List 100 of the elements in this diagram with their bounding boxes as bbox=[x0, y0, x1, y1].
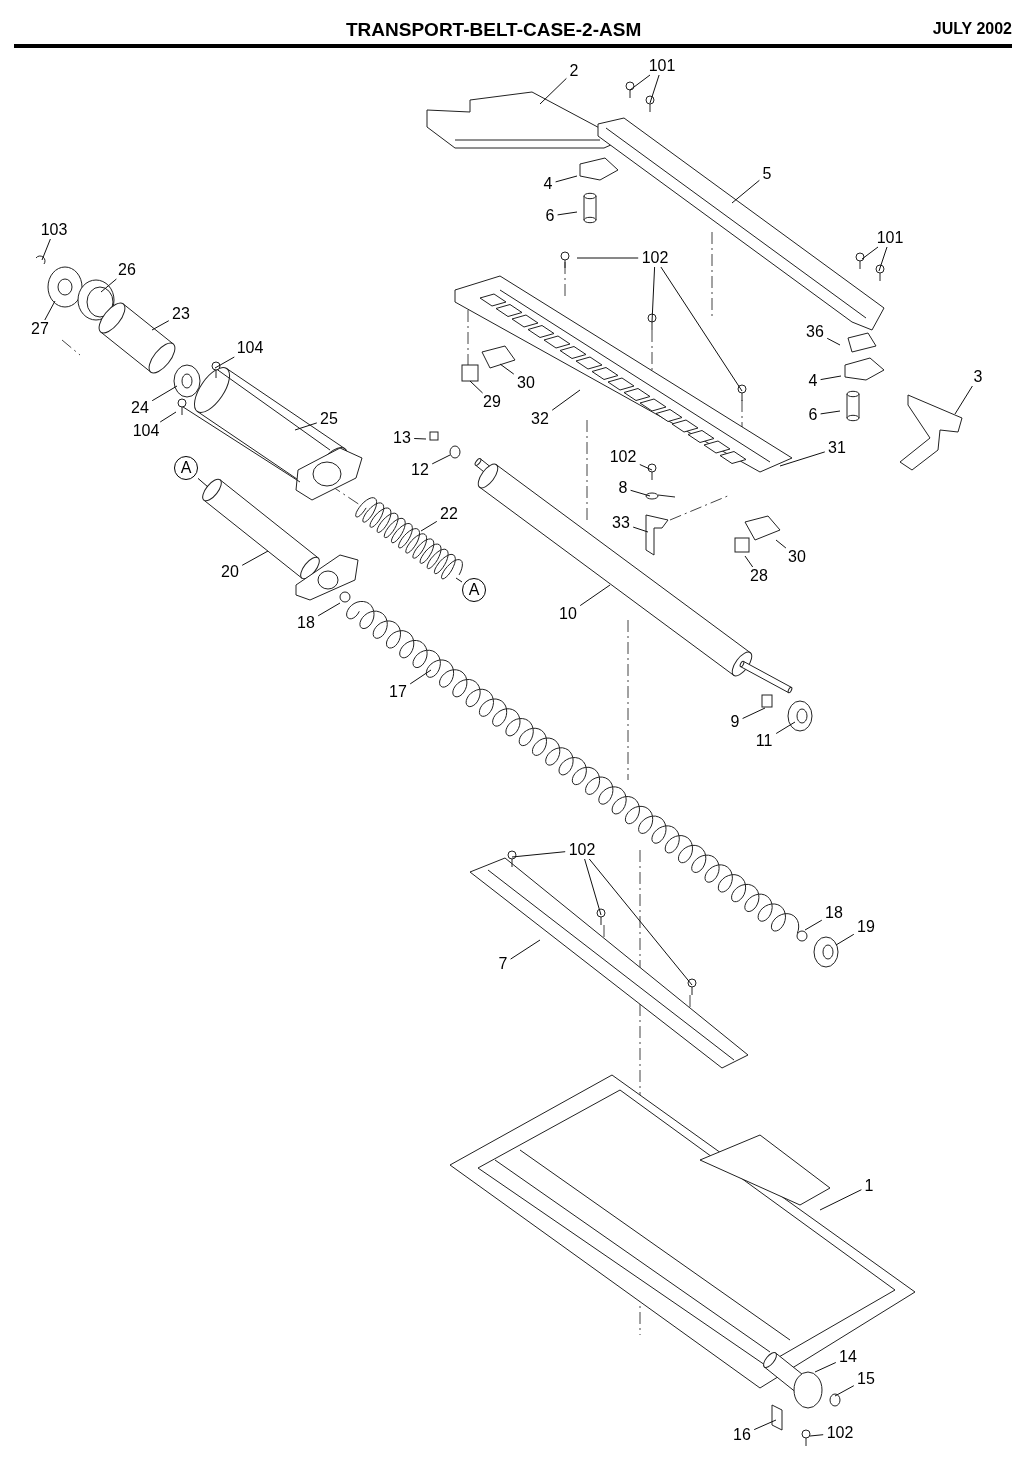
callout-number: 104 bbox=[236, 339, 264, 357]
leader-line bbox=[499, 363, 515, 375]
callout-number: 102 bbox=[609, 448, 637, 466]
callout-number: 30 bbox=[788, 548, 806, 566]
leader-line bbox=[826, 337, 841, 346]
callout-number: 19 bbox=[857, 918, 875, 936]
leader-line bbox=[409, 669, 432, 685]
callout-number: 27 bbox=[31, 320, 49, 338]
callout-number: 12 bbox=[411, 461, 429, 479]
leader-line bbox=[779, 451, 826, 467]
callout-number: 102 bbox=[641, 249, 669, 267]
callout-number: 11 bbox=[755, 732, 773, 750]
leader-line bbox=[742, 707, 766, 719]
callout-number: 4 bbox=[543, 175, 553, 193]
leader-line bbox=[660, 266, 743, 392]
callout-number: 25 bbox=[320, 410, 338, 428]
leader-line bbox=[775, 539, 787, 549]
callout-number: 17 bbox=[389, 683, 407, 701]
callout-number: 102 bbox=[568, 841, 596, 859]
leader-line bbox=[639, 464, 653, 471]
page-date: JULY 2002 bbox=[932, 19, 1012, 39]
leader-line bbox=[100, 278, 117, 293]
leader-line bbox=[159, 411, 177, 423]
callout-number: 30 bbox=[517, 374, 535, 392]
leader-line bbox=[469, 380, 484, 394]
leader-line bbox=[431, 454, 451, 465]
callout-number: 29 bbox=[483, 393, 501, 411]
callout-number: 18 bbox=[297, 614, 315, 632]
callout-number: 15 bbox=[857, 1370, 875, 1388]
leader-line bbox=[954, 385, 973, 415]
leader-line bbox=[651, 266, 656, 323]
callout-number: 28 bbox=[750, 567, 768, 585]
leader-line bbox=[579, 584, 611, 607]
leader-line bbox=[44, 300, 56, 321]
leader-line bbox=[241, 550, 269, 566]
callout-number: 8 bbox=[618, 479, 628, 497]
callout-number: 10 bbox=[559, 605, 577, 623]
leader-line bbox=[814, 1362, 837, 1373]
callout-number: 102 bbox=[826, 1424, 854, 1442]
leader-line bbox=[539, 77, 567, 105]
leader-line bbox=[584, 858, 602, 916]
callout-number: 24 bbox=[131, 399, 149, 417]
leader-line bbox=[555, 175, 578, 183]
diagram-title: TRANSPORT-BELT-CASE-2-ASM bbox=[346, 18, 642, 42]
callout-number: 103 bbox=[40, 221, 68, 239]
callout-number: 104 bbox=[132, 422, 160, 440]
leader-line bbox=[630, 489, 651, 497]
leader-line bbox=[551, 389, 581, 411]
callout-number: 16 bbox=[733, 1426, 751, 1444]
leader-line bbox=[809, 1434, 824, 1437]
leader-line bbox=[744, 555, 754, 568]
leader-line bbox=[753, 1419, 777, 1431]
leader-line bbox=[835, 933, 855, 946]
callout-number: 101 bbox=[648, 57, 676, 75]
leader-line bbox=[511, 851, 566, 858]
leader-line bbox=[820, 410, 841, 415]
callout-number: 6 bbox=[808, 406, 818, 424]
callout-number: 31 bbox=[828, 439, 846, 457]
leader-line bbox=[214, 356, 235, 369]
leader-line bbox=[576, 257, 639, 259]
callout-number: 18 bbox=[825, 904, 843, 922]
leader-line bbox=[455, 577, 463, 583]
callout-number: 26 bbox=[118, 261, 136, 279]
leader-line bbox=[820, 375, 842, 381]
leader-line bbox=[804, 919, 823, 931]
leader-line bbox=[41, 238, 51, 261]
callout-number: 22 bbox=[440, 505, 458, 523]
leader-line bbox=[834, 1385, 855, 1397]
callout-number: 36 bbox=[806, 323, 824, 341]
callout-number: 7 bbox=[498, 955, 508, 973]
callout-number: 5 bbox=[762, 165, 772, 183]
leader-line bbox=[557, 211, 578, 216]
leader-line bbox=[861, 246, 879, 260]
callout-number: 6 bbox=[545, 207, 555, 225]
leader-line bbox=[151, 385, 178, 402]
leader-line bbox=[413, 438, 427, 440]
callout-number: 13 bbox=[393, 429, 411, 447]
leader-line bbox=[197, 477, 209, 488]
callout-number: 33 bbox=[612, 514, 630, 532]
callout-number: 2 bbox=[569, 62, 579, 80]
leader-line bbox=[510, 939, 541, 960]
leader-line bbox=[317, 602, 341, 617]
leader-line bbox=[775, 721, 796, 734]
leader-line bbox=[819, 1189, 862, 1211]
leader-line bbox=[649, 74, 660, 104]
callout-number: 14 bbox=[839, 1348, 857, 1366]
callout-number: 20 bbox=[221, 563, 239, 581]
callout-number: 1 bbox=[864, 1177, 874, 1195]
leader-line bbox=[878, 246, 888, 272]
leader-line bbox=[420, 520, 438, 532]
leader-line bbox=[294, 422, 318, 431]
callout-number: 3 bbox=[973, 368, 983, 386]
callout-number: 9 bbox=[730, 713, 740, 731]
leader-line bbox=[588, 858, 693, 986]
leader-line bbox=[151, 320, 170, 331]
callout-number: 4 bbox=[808, 372, 818, 390]
callout-number: 101 bbox=[876, 229, 904, 247]
callout-number: 23 bbox=[172, 305, 190, 323]
leader-line bbox=[629, 74, 651, 91]
leader-line bbox=[731, 179, 760, 204]
